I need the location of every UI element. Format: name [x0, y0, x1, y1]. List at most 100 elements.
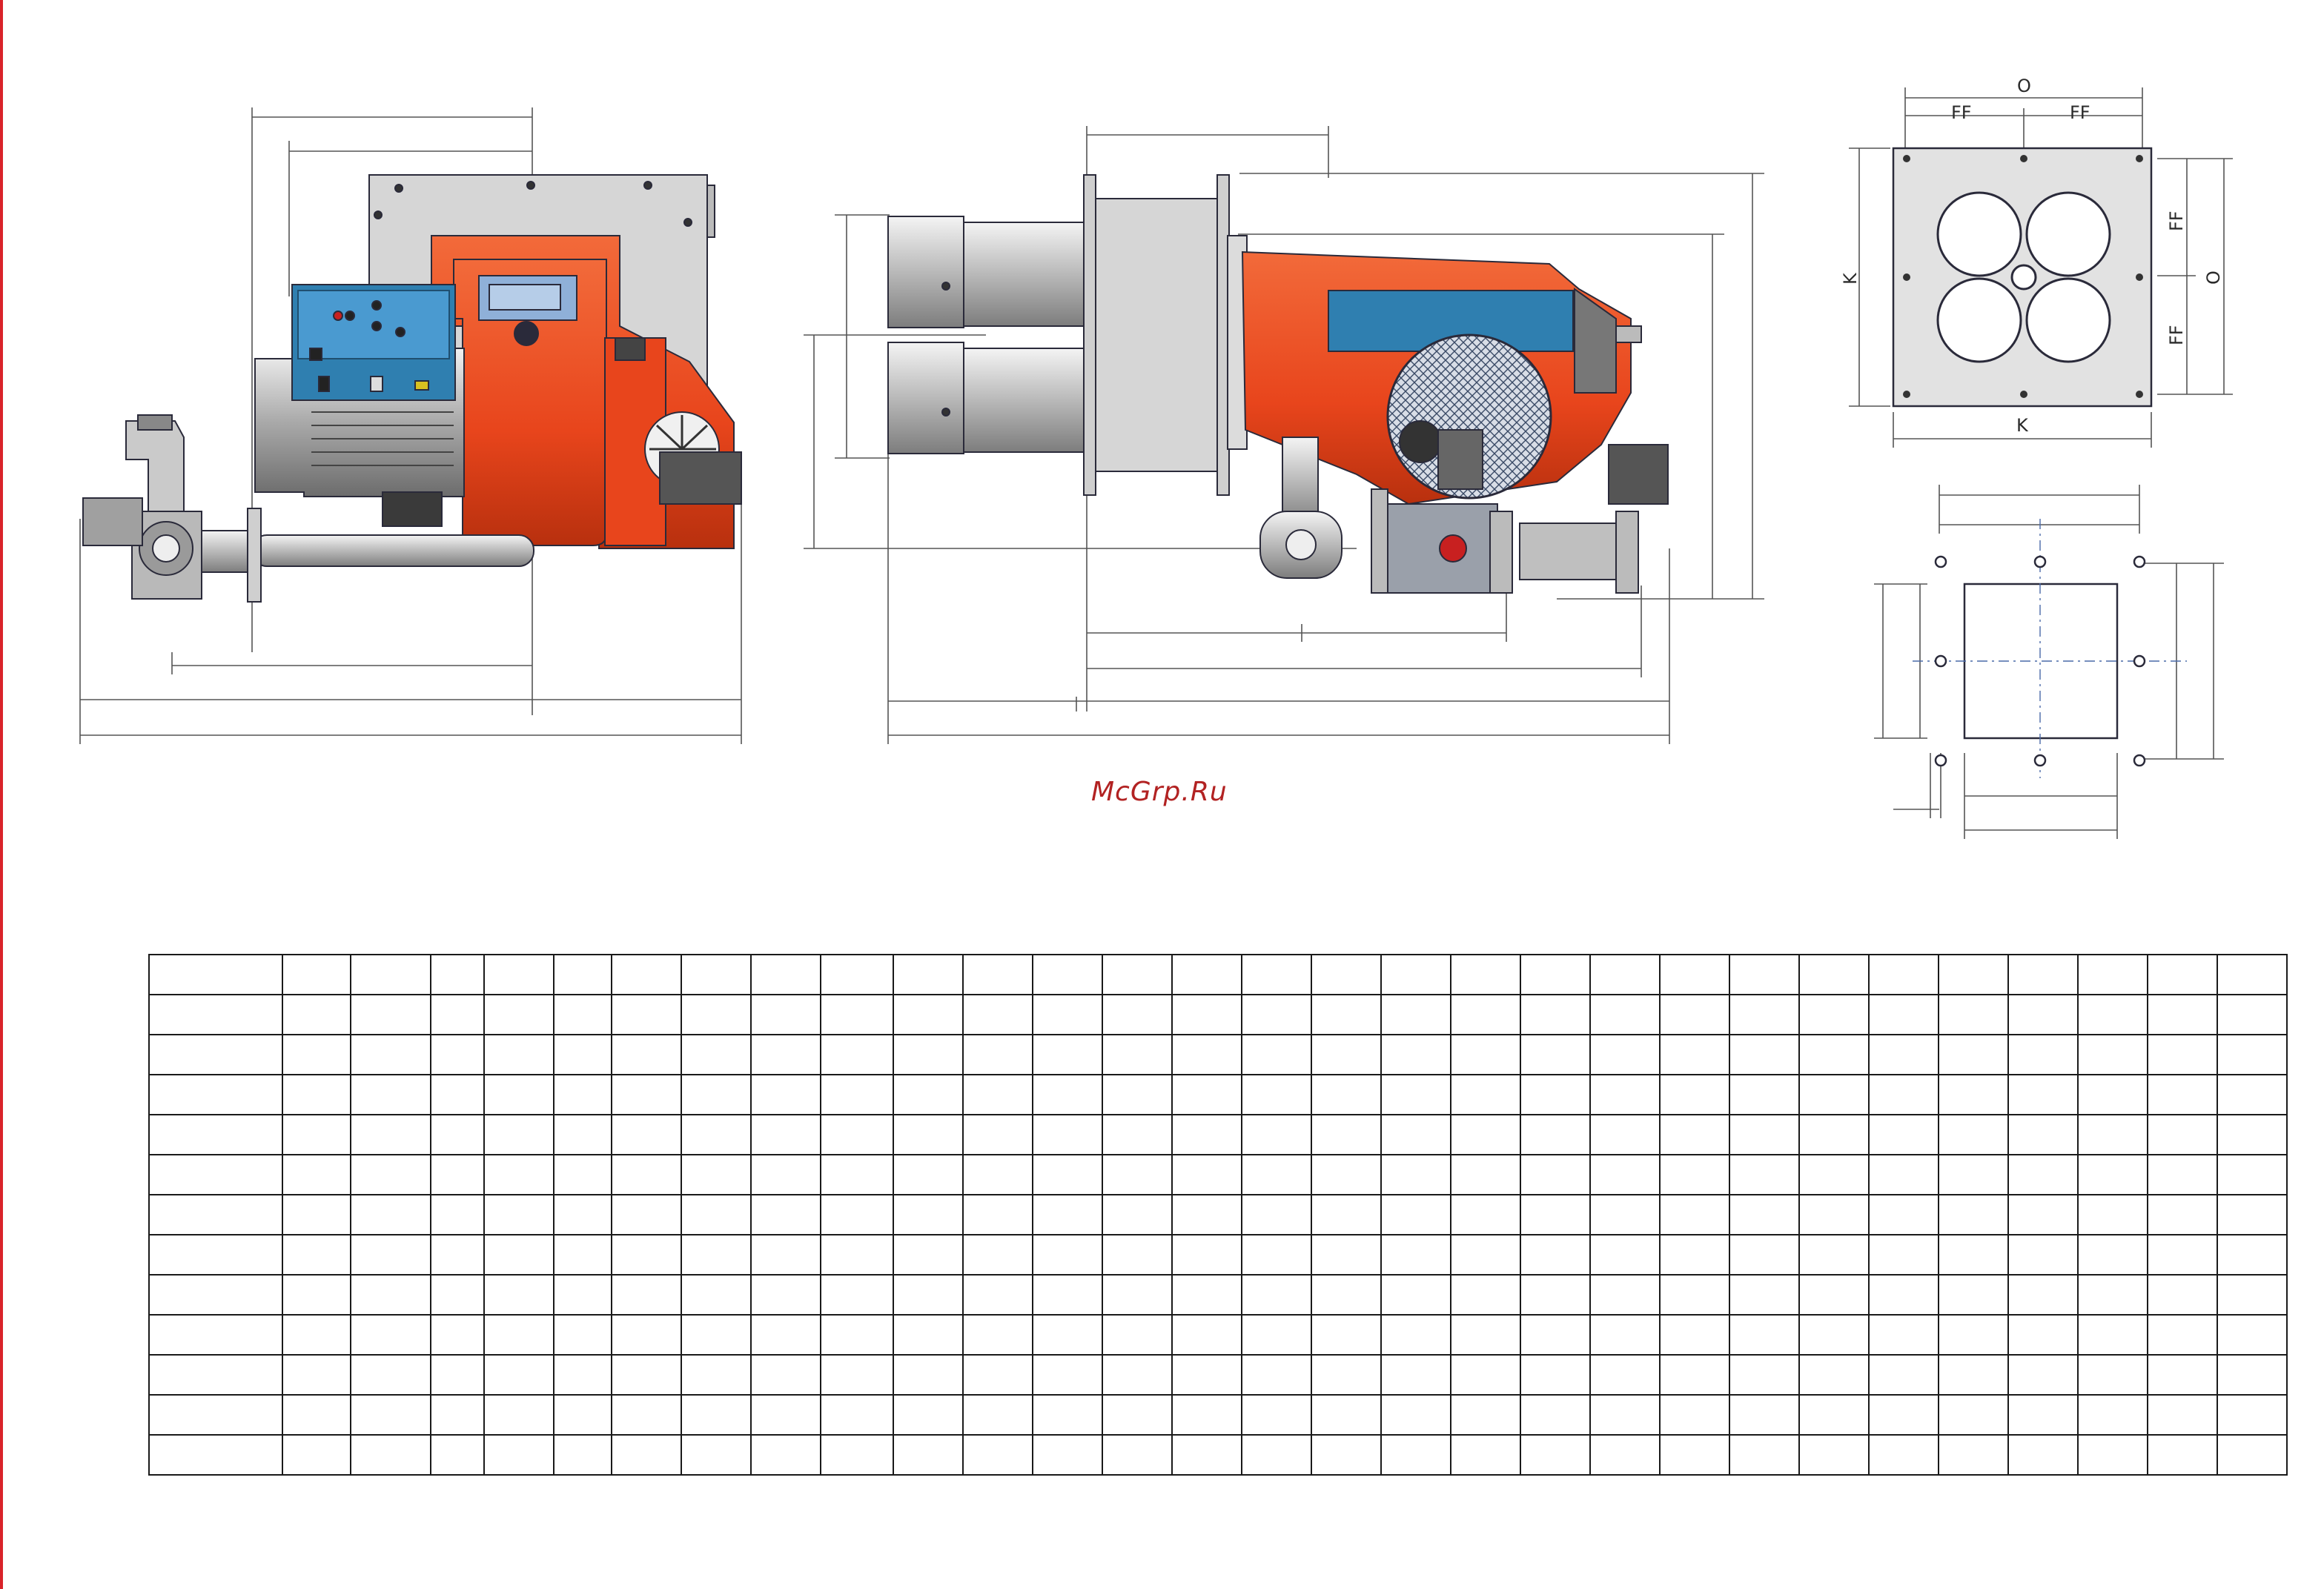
table-cell: [681, 1194, 752, 1235]
table-cell: [1798, 1394, 1870, 1436]
table-cell: [1659, 994, 1730, 1035]
table-cell: [893, 1394, 964, 1436]
table-cell: [1589, 1354, 1661, 1396]
table-cell: [1450, 1434, 1521, 1476]
table-cell: [350, 1034, 431, 1075]
table-cell: [750, 1154, 821, 1195]
table-cell: [553, 1314, 612, 1356]
table-cell: [1032, 1394, 1103, 1436]
table-cell: [681, 954, 752, 995]
table-row: [148, 1314, 2288, 1356]
table-cell: [681, 1274, 752, 1316]
table-cell: [1102, 994, 1173, 1035]
table-cell: [1102, 1114, 1173, 1155]
table-cell: [1520, 1314, 1591, 1356]
table-cell: [483, 1194, 554, 1235]
table-cell: [893, 1114, 964, 1155]
table-cell: [962, 1354, 1033, 1396]
table-cell: [1450, 1274, 1521, 1316]
table-cell: [2077, 1194, 2148, 1235]
table-cell: [1798, 1074, 1870, 1115]
table-cell: [1520, 1274, 1591, 1316]
table-cell: [1520, 954, 1591, 995]
table-cell: [350, 1114, 431, 1155]
table-cell: [148, 1154, 283, 1195]
table-cell: [1171, 1314, 1242, 1356]
table-cell: [350, 994, 431, 1035]
table-cell: [2217, 1434, 2288, 1476]
table-cell: [2217, 1034, 2288, 1075]
table-cell: [2147, 1114, 2218, 1155]
table-cell: [1241, 954, 1312, 995]
table-cell: [1868, 1234, 1939, 1275]
table-cell: [1729, 1314, 1800, 1356]
table-cell: [430, 1274, 485, 1316]
table-cell: [1589, 1274, 1661, 1316]
table-cell: [820, 1034, 894, 1075]
tube-hole: [1936, 191, 2022, 277]
table-cell: [148, 1234, 283, 1275]
table-cell: [1450, 1114, 1521, 1155]
table-cell: [611, 1234, 682, 1275]
table-cell: [1171, 1114, 1242, 1155]
table-cell: [483, 994, 554, 1035]
table-cell: [681, 1074, 752, 1115]
table-cell: [1450, 1154, 1521, 1195]
table-cell: [1938, 1194, 2009, 1235]
table-cell: [1032, 1234, 1103, 1275]
table-cell: [350, 1354, 431, 1396]
table-cell: [1102, 1314, 1173, 1356]
table-row: [148, 1114, 2288, 1155]
table-cell: [611, 954, 682, 995]
table-cell: [750, 1394, 821, 1436]
table-cell: [2217, 1074, 2288, 1115]
table-cell: [1450, 1074, 1521, 1115]
table-cell: [1032, 954, 1103, 995]
table-cell: [2217, 994, 2288, 1035]
table-cell: [1032, 1274, 1103, 1316]
table-row: [148, 1394, 2288, 1436]
table-cell: [1589, 1034, 1661, 1075]
front-view: [79, 107, 742, 744]
table-cell: [2007, 1354, 2079, 1396]
table-cell: [2007, 1194, 2079, 1235]
table-cell: [820, 954, 894, 995]
table-cell: [962, 994, 1033, 1035]
table-cell: [1311, 1074, 1382, 1115]
table-cell: [2007, 1394, 2079, 1436]
label-k-bottom: K: [2016, 415, 2029, 436]
table-cell: [1241, 994, 1312, 1035]
table-cell: [681, 994, 752, 1035]
table-cell: [148, 1314, 283, 1356]
table-cell: [1380, 994, 1451, 1035]
table-cell: [148, 1194, 283, 1235]
table-cell: [1380, 1434, 1451, 1476]
table-cell: [820, 1154, 894, 1195]
table-cell: [553, 1154, 612, 1195]
table-cell: [1032, 1154, 1103, 1195]
table-cell: [681, 1394, 752, 1436]
table-cell: [750, 1034, 821, 1075]
table-cell: [893, 1434, 964, 1476]
table-cell: [1798, 994, 1870, 1035]
table-cell: [1241, 1114, 1312, 1155]
table-cell: [611, 1194, 682, 1235]
table-cell: [820, 1194, 894, 1235]
table-cell: [1729, 954, 1800, 995]
table-row: [148, 954, 2288, 995]
table-cell: [1659, 1154, 1730, 1195]
table-cell: [148, 1354, 283, 1396]
table-cell: [893, 994, 964, 1035]
table-cell: [1450, 1234, 1521, 1275]
table-cell: [2217, 1234, 2288, 1275]
table-cell: [1311, 1314, 1382, 1356]
table-cell: [430, 994, 485, 1035]
table-cell: [2147, 1274, 2218, 1316]
table-cell: [1171, 1074, 1242, 1115]
table-cell: [2147, 1194, 2218, 1235]
table-cell: [1450, 1314, 1521, 1356]
table-cell: [430, 1354, 485, 1396]
table-cell: [1659, 1114, 1730, 1155]
table-cell: [1659, 1394, 1730, 1436]
table-cell: [1798, 954, 1870, 995]
